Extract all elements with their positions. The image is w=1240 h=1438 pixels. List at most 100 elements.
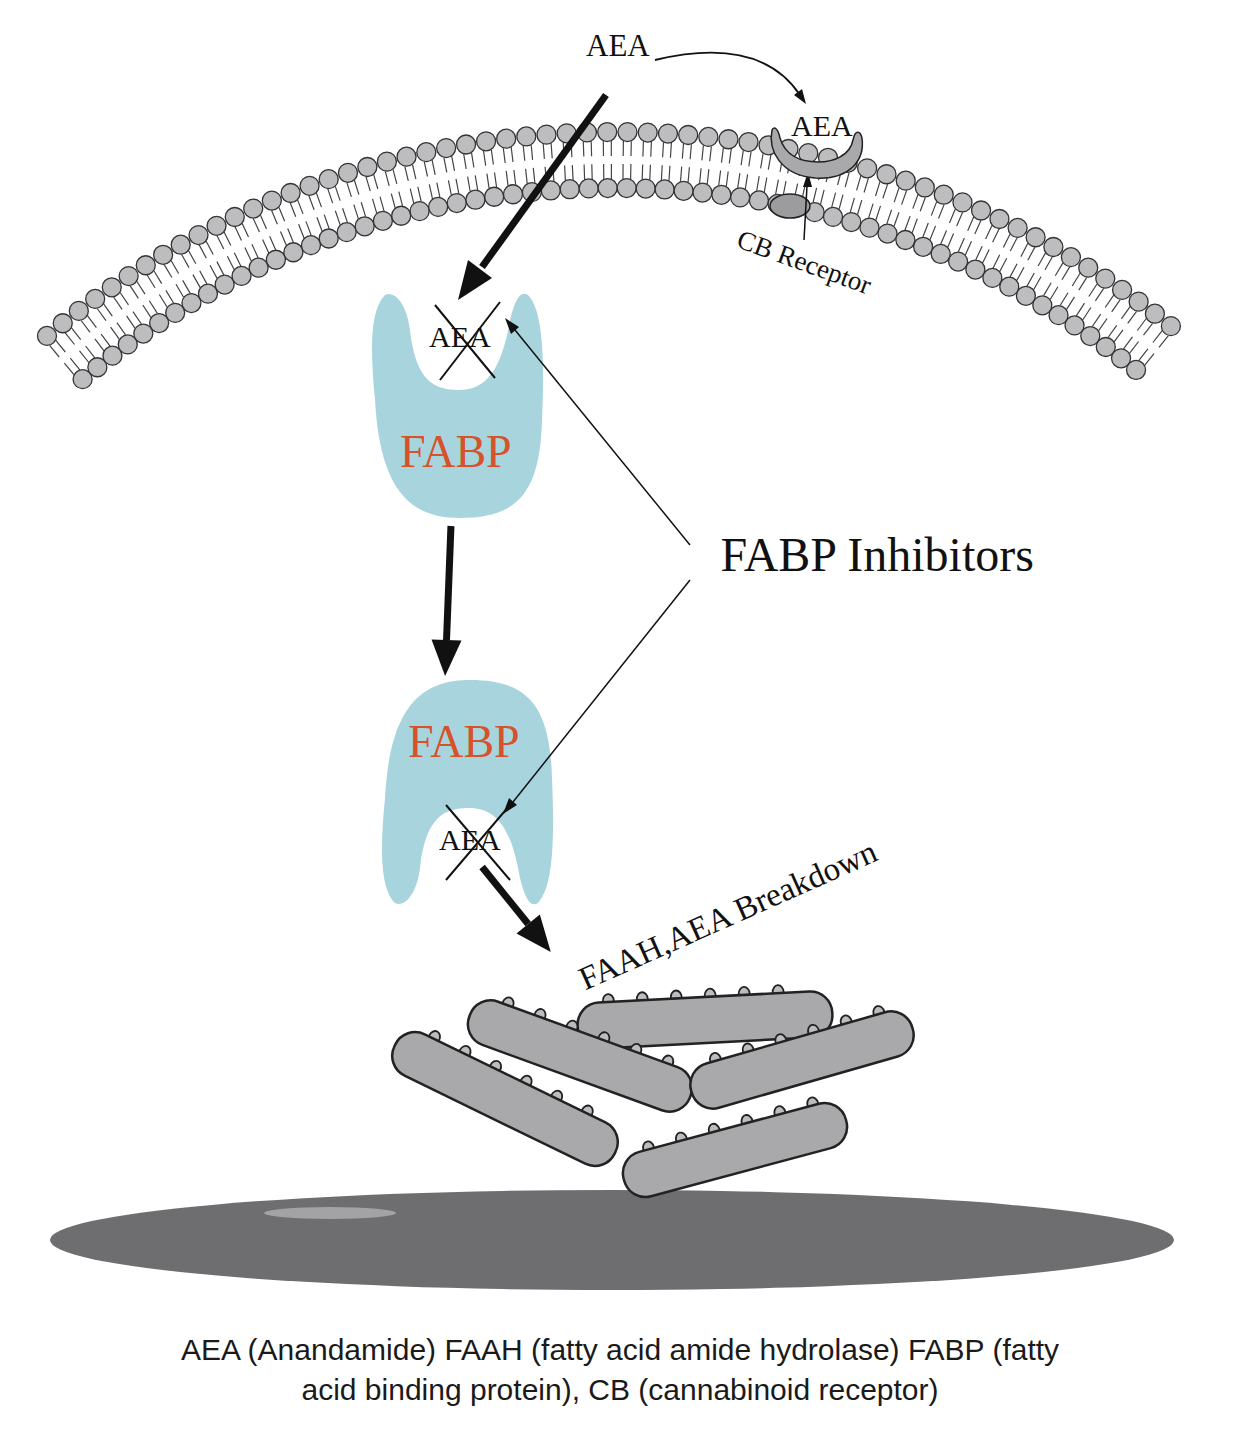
lipid-head — [579, 179, 598, 198]
lipid-head — [749, 191, 768, 210]
lipid-head — [1079, 258, 1098, 277]
lipid-head — [966, 260, 985, 279]
lipid-head — [1008, 218, 1027, 237]
lipid-head — [598, 123, 617, 142]
receptor-label-wrap: CB Receptor — [734, 249, 874, 276]
molecule-label: AEA — [791, 111, 853, 141]
lipid-head — [377, 152, 396, 171]
lipid-head — [824, 207, 843, 226]
lipid-tails — [50, 141, 1169, 375]
lipid-head — [392, 206, 411, 225]
lipid-head — [972, 201, 991, 220]
protein-label-wrap: FABP — [408, 719, 520, 765]
lipid-head — [86, 289, 105, 308]
lipid-head — [358, 158, 377, 177]
lipid-head — [878, 224, 897, 243]
lipid-head — [266, 250, 285, 269]
molecule-label-wrap: AEA — [439, 825, 501, 855]
lipid-head — [953, 193, 972, 212]
lipid-head — [537, 125, 556, 144]
lipid-head — [658, 124, 677, 143]
lipid-head — [618, 123, 637, 142]
lipid-head — [1161, 317, 1180, 336]
er-cisterna — [385, 1017, 629, 1173]
lipid-head — [712, 185, 731, 204]
lipid-head — [1026, 228, 1045, 247]
lipid-head — [617, 179, 636, 198]
lipid-head — [842, 213, 861, 232]
lipid-head — [207, 216, 226, 235]
cisterna-body — [685, 1006, 919, 1114]
lipid-head — [674, 181, 693, 200]
fabp-protein: FABP AEA — [380, 680, 556, 908]
lipid-head — [655, 180, 674, 199]
fabp-protein-shape — [380, 680, 556, 908]
cb-receptor: AEACB Receptor — [760, 100, 880, 200]
figure-caption: AEA (Anandamide) FAAH (fatty acid amide … — [181, 1333, 1059, 1406]
lipid-head — [983, 268, 1002, 287]
protein-body — [372, 294, 543, 518]
lipid-head — [53, 314, 72, 333]
protein-label-wrap: FABP — [400, 429, 512, 475]
lipid-head — [699, 127, 718, 146]
lipid-head — [182, 294, 201, 313]
lipid-head — [215, 275, 234, 294]
lipid-head — [284, 243, 303, 262]
lipid-head — [319, 229, 338, 248]
lipid-head — [319, 170, 338, 189]
lipid-head — [1113, 280, 1132, 299]
lipid-head — [693, 183, 712, 202]
lipid-head — [301, 236, 320, 255]
lipid-head — [69, 301, 88, 320]
fabp-protein: AEA FABP — [370, 290, 546, 518]
lipid-head — [102, 278, 121, 297]
molecule-label: AEA — [439, 825, 501, 855]
lipid-head — [949, 252, 968, 271]
lipid-head — [136, 256, 155, 275]
lipid-head — [119, 267, 138, 286]
lipid-head — [560, 180, 579, 199]
process-label: FAAH,AEA Breakdown — [574, 834, 882, 995]
lipid-head — [397, 147, 416, 166]
caption-block: AEA (Anandamide) FAAH (fatty acid amide … — [170, 1330, 1070, 1410]
lipid-head — [1127, 360, 1146, 379]
uptake-arrow — [482, 95, 606, 267]
lipid-head — [598, 179, 617, 198]
lipid-head — [447, 194, 466, 213]
lipid-head — [244, 199, 263, 218]
molecule-label-wrap: AEA — [586, 30, 650, 61]
process-label-wrap: FAAH,AEA Breakdown — [567, 899, 889, 932]
endoplasmic-reticulum-shape — [400, 955, 920, 1190]
lipid-head — [739, 133, 758, 152]
lipid-head — [914, 237, 933, 256]
lipid-head — [249, 258, 268, 277]
lipid-head — [1044, 238, 1063, 257]
endoplasmic-reticulum: FAAH,AEA Breakdown — [400, 955, 920, 1190]
lipid-head — [877, 165, 896, 184]
molecule-label: AEA — [586, 30, 650, 61]
lipid-head — [934, 185, 953, 204]
nucleus — [50, 1190, 1174, 1290]
lipid-head — [262, 191, 281, 210]
protein-label: FABP — [408, 719, 520, 765]
lipid-head — [485, 187, 504, 206]
lipid-head — [337, 223, 356, 242]
lipid-head — [719, 130, 738, 149]
lipid-head — [154, 245, 173, 264]
cisterna-body — [618, 1098, 852, 1202]
uptake-arrowhead — [458, 260, 492, 300]
receptor-pointer — [804, 186, 807, 240]
lipid-head — [171, 235, 190, 254]
lipid-head — [355, 217, 374, 236]
lipid-head — [1061, 248, 1080, 267]
molecule-label-wrap: AEA — [429, 322, 491, 352]
inhibitor-label-wrap: FABP Inhibitors — [721, 531, 1034, 579]
protein-label: FABP — [400, 429, 512, 475]
molecule-label-wrap: AEA — [791, 111, 853, 141]
lipid-head — [429, 197, 448, 216]
lipid-head — [477, 132, 496, 151]
lipid-head — [37, 326, 56, 345]
lipid-head — [860, 218, 879, 237]
